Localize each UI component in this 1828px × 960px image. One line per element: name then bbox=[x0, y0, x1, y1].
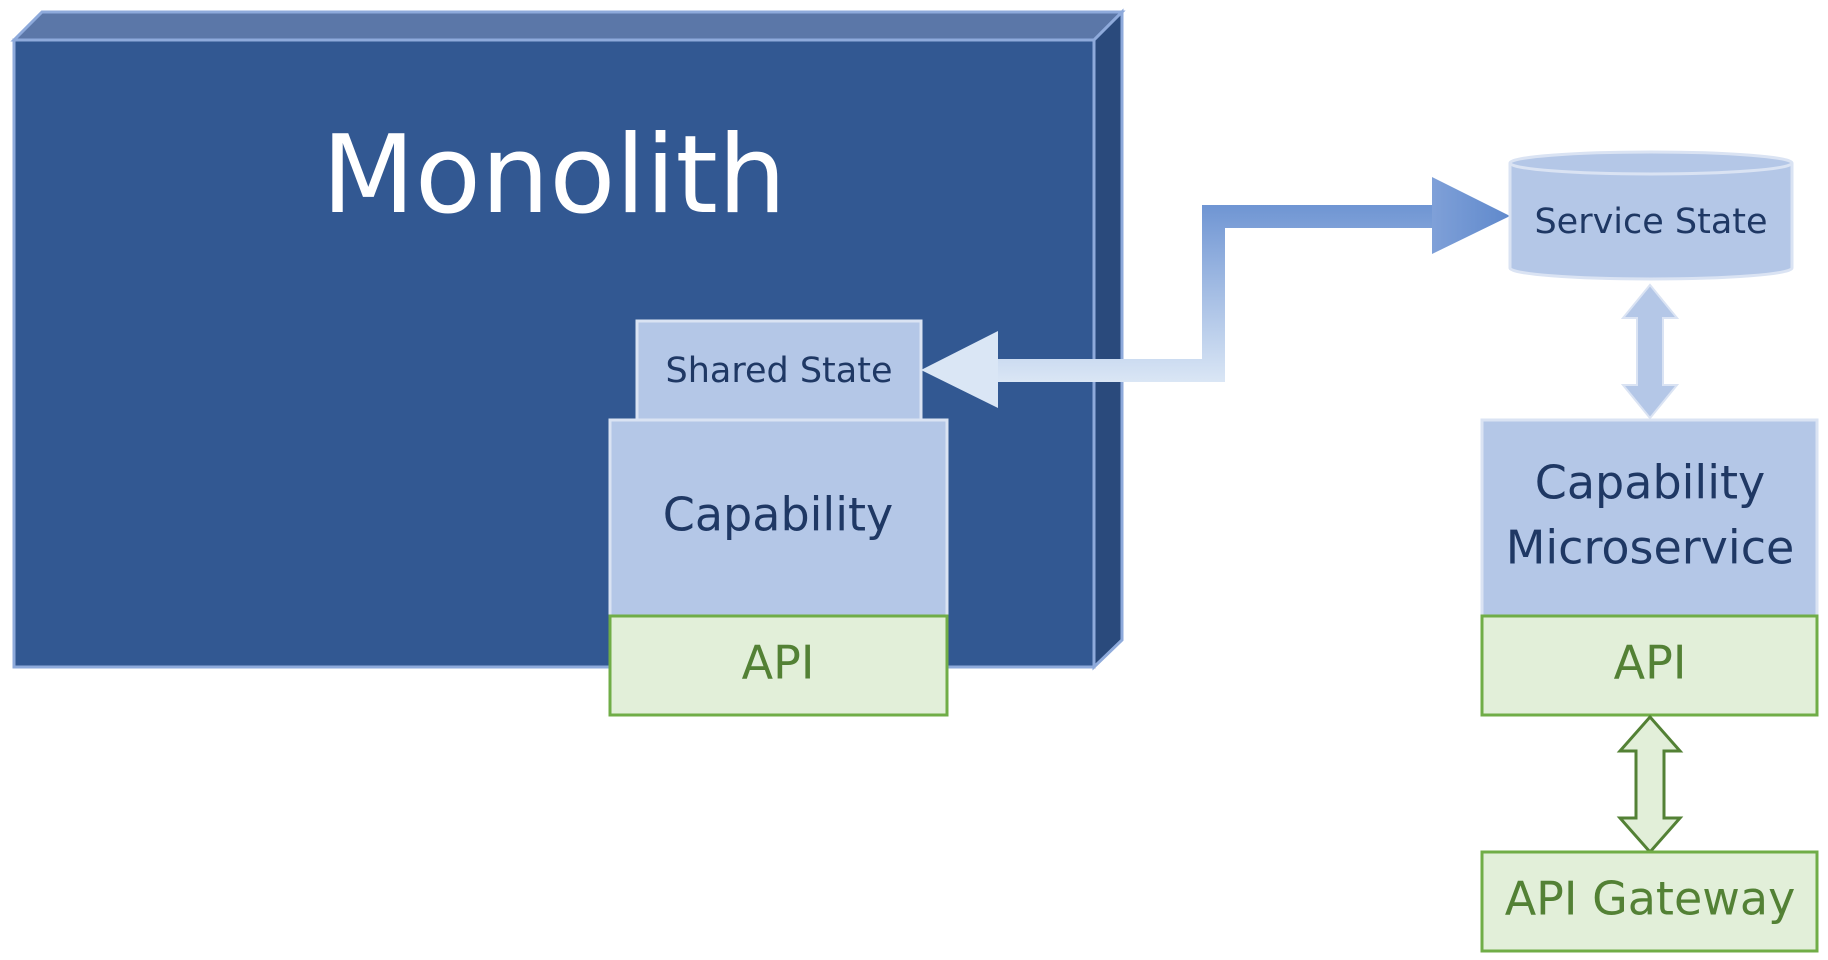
service-state-db: Service State bbox=[1508, 150, 1794, 281]
monolith-box: Monolith bbox=[10, 8, 1126, 671]
monolith-side-face bbox=[1092, 8, 1124, 671]
state-double-arrow bbox=[1620, 283, 1680, 420]
monolith-api-box: API bbox=[608, 614, 949, 717]
shared-state-box: Shared State bbox=[635, 319, 923, 423]
shared-state-label: Shared State bbox=[666, 351, 893, 391]
service-state-label: Service State bbox=[1534, 202, 1767, 242]
capability-microservice-box: Capability Microservice bbox=[1480, 418, 1819, 618]
sync-arrow-body bbox=[997, 205, 1434, 382]
sync-arrowhead-to-service-state bbox=[1432, 177, 1510, 254]
api-gateway-box: API Gateway bbox=[1480, 850, 1819, 953]
gateway-double-arrow bbox=[1616, 714, 1684, 855]
monolith-api-label: API bbox=[742, 636, 815, 690]
microservice-api-label: API bbox=[1614, 636, 1687, 690]
microservice-api-box: API bbox=[1480, 614, 1819, 717]
microservice-label-line1: Capability bbox=[1535, 456, 1766, 510]
microservice-label-line2: Microservice bbox=[1506, 521, 1795, 575]
api-gateway-label: API Gateway bbox=[1505, 872, 1796, 926]
data-sync-arrow bbox=[921, 177, 1510, 408]
capability-label: Capability bbox=[663, 488, 894, 542]
sync-arrowhead-to-shared-state bbox=[921, 331, 998, 408]
monolith-title: Monolith bbox=[322, 113, 787, 238]
capability-box: Capability bbox=[608, 418, 949, 618]
monolith-top-face bbox=[10, 10, 1126, 42]
